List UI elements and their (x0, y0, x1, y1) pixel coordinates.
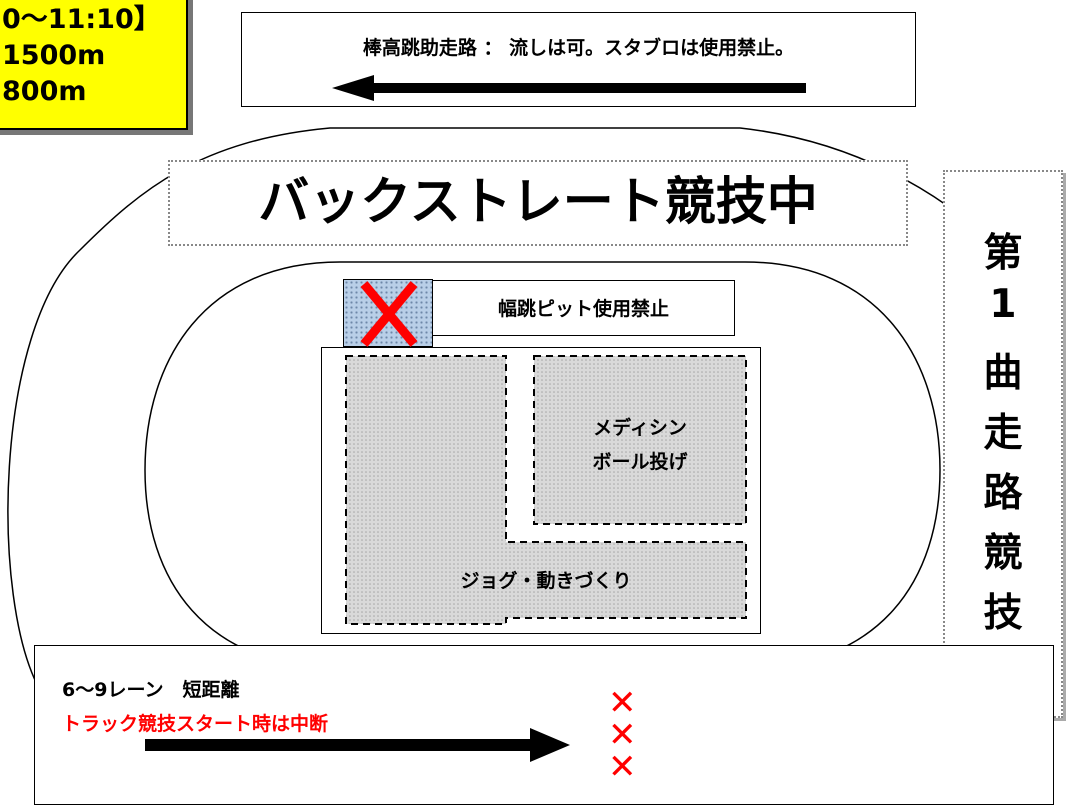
medicine-ball-area-shape (533, 355, 747, 525)
schedule-box: 0〜11:10】 1500m 800m (0, 0, 188, 130)
jog-area-label: ジョグ・動きづくり (460, 570, 632, 592)
long-jump-pit-note: 幅跳ピット使用禁止 (432, 280, 735, 336)
curve-char-5: 路 (983, 471, 1023, 516)
medicine-ball-line-1: メディシン (593, 417, 687, 439)
jog-area-shape (345, 355, 747, 625)
left-arrow-icon (332, 75, 806, 101)
medicine-ball-area-label: メディシン ボール投げ (534, 411, 746, 479)
curve-char-4: 走 (983, 411, 1023, 456)
curve-char-7: 技 (983, 591, 1023, 636)
sprint-lanes-label: 6〜9レーン 短距離 (62, 679, 240, 701)
right-arrow-icon (145, 728, 570, 762)
long-jump-pit-icon (343, 279, 433, 347)
schedule-event-800m: 800m (2, 76, 87, 107)
close-icon-3: ✕ (608, 747, 637, 787)
close-icon-1: ✕ (608, 683, 637, 723)
close-icon-2: ✕ (608, 715, 637, 755)
medicine-ball-line-2: ボール投げ (592, 451, 688, 473)
pole-vault-runway-box: 棒高跳助走路 ： 流しは可。スタブロは使用禁止。 (241, 12, 916, 107)
curve-char-1: 第 (983, 231, 1023, 276)
sprint-lanes-warning: トラック競技スタート時は中断 (62, 713, 329, 735)
sprint-lanes-box (34, 645, 1054, 805)
close-icon (360, 281, 418, 347)
curve-char-2: 1 (989, 282, 1017, 327)
curve-char-6: 競 (983, 531, 1023, 576)
curve-char-3: 曲 (983, 351, 1023, 396)
pole-vault-note: 棒高跳助走路 ： 流しは可。スタブロは使用禁止。 (362, 37, 795, 59)
schedule-time: 0〜11:10】 (2, 4, 161, 35)
first-curve-label: 第 1 曲 走 路 競 技 中 (943, 170, 1063, 718)
schedule-event-1500m: 1500m (2, 40, 106, 71)
infield-area: メディシン ボール投げ ジョグ・動きづくり (321, 347, 761, 634)
backstraight-label: バックストレート競技中 (168, 160, 908, 246)
